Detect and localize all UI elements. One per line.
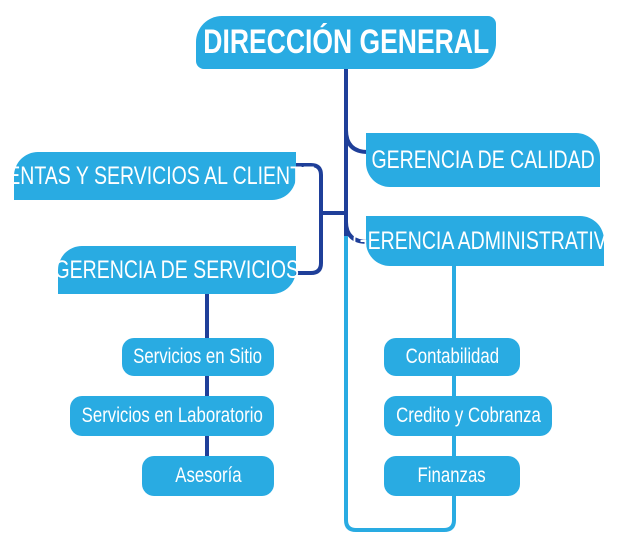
node-gerencia-administrativa[interactable]: GERENCIA ADMINISTRATIVA [352, 216, 618, 266]
node-asesoria-label: Asesoría [174, 464, 242, 487]
node-servicios-en-laboratorio[interactable]: Servicios en Laboratorio [70, 396, 274, 436]
node-gerencia-calidad-label: GERENCIA DE CALIDAD [371, 145, 595, 174]
node-servicios-en-laboratorio-label: Servicios en Laboratorio [81, 404, 263, 427]
connector-left-bracket [295, 163, 323, 275]
node-finanzas[interactable]: Finanzas [384, 456, 520, 496]
node-contabilidad[interactable]: Contabilidad [384, 338, 520, 376]
connector-calidad [344, 129, 369, 154]
node-servicios-en-sitio-label: Servicios en Sitio [133, 345, 263, 368]
connector-administrativa [344, 221, 369, 244]
node-ventas-servicios-cliente-label: VENTAS Y SERVICIOS AL CLIENTE [0, 161, 316, 190]
node-servicios-en-sitio[interactable]: Servicios en Sitio [122, 338, 274, 376]
node-direccion-general-label: DIRECCIÓN GENERAL [203, 23, 489, 61]
connector-admin-loop [344, 236, 456, 532]
node-ventas-servicios-cliente[interactable]: VENTAS Y SERVICIOS AL CLIENTE [0, 152, 315, 200]
node-contabilidad-label: Contabilidad [405, 345, 499, 368]
node-credito-y-cobranza[interactable]: Credito y Cobranza [384, 396, 552, 436]
node-gerencia-administrativa-label: GERENCIA ADMINISTRATIVA [352, 226, 618, 255]
node-finanzas-label: Finanzas [417, 464, 487, 487]
node-credito-y-cobranza-label: Credito y Cobranza [395, 404, 541, 427]
node-gerencia-servicios[interactable]: GERENCIA DE SERVICIOS [55, 246, 299, 294]
node-direccion-general[interactable]: DIRECCIÓN GENERAL [196, 16, 496, 69]
node-asesoria[interactable]: Asesoría [142, 456, 274, 496]
node-gerencia-servicios-label: GERENCIA DE SERVICIOS [54, 255, 300, 284]
node-gerencia-calidad[interactable]: GERENCIA DE CALIDAD [366, 133, 600, 187]
